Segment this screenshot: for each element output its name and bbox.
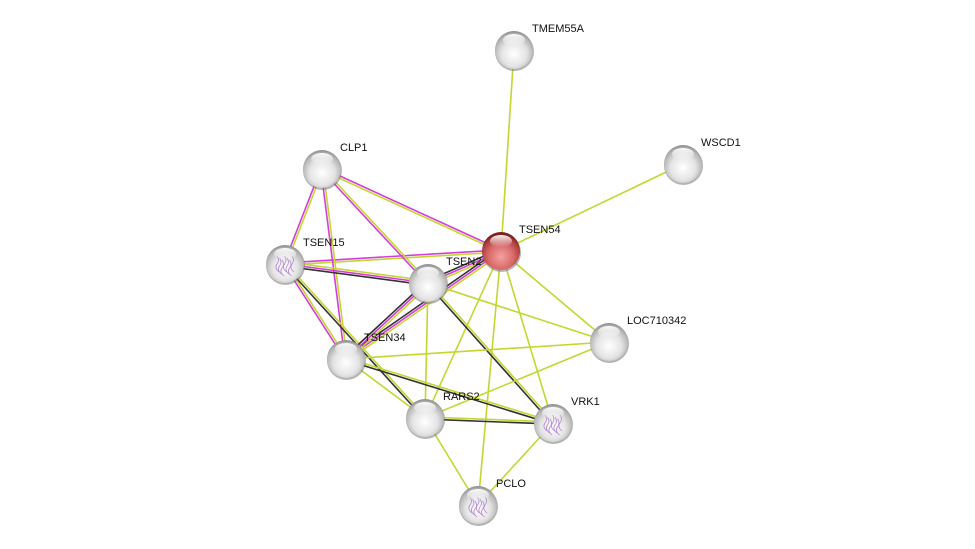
- edge-evidence-textmining: [500, 250, 554, 424]
- edge-TSEN34-VRK1[interactable]: [345, 357, 554, 425]
- node-label: TSEN2: [446, 256, 481, 268]
- node-highlight: [598, 326, 620, 338]
- edge-TSEN34-LOC710342[interactable]: [345, 341, 610, 360]
- edge-TSEN15-TSEN2[interactable]: [284, 261, 429, 286]
- edge-evidence-experiments: [284, 263, 429, 284]
- edge-evidence-coexpression: [284, 265, 428, 286]
- edge-evidence-experiments: [345, 250, 502, 360]
- edge-evidence-experiments: [320, 169, 428, 285]
- node-label: CLP1: [340, 142, 368, 154]
- edge-evidence-experiments: [322, 167, 502, 251]
- edge-TSEN15-RARS2[interactable]: [283, 262, 427, 420]
- edge-TSEN54-WSCD1[interactable]: [500, 163, 684, 252]
- edge-TSEN54-TSEN15[interactable]: [284, 249, 502, 266]
- edge-TSEN54-PCLO[interactable]: [477, 250, 502, 506]
- protein-structure-icon: [275, 255, 295, 277]
- node-highlight: [274, 248, 296, 260]
- node-highlight: [490, 235, 512, 247]
- edge-evidence-textmining: [425, 416, 554, 423]
- node-highlight: [467, 489, 489, 501]
- edge-evidence-textmining: [500, 163, 684, 252]
- node-tsen34[interactable]: TSEN34: [327, 332, 406, 380]
- node-label: WSCD1: [701, 137, 741, 149]
- edge-CLP1-TSEN2[interactable]: [320, 167, 430, 285]
- edge-evidence-experiments: [284, 249, 501, 264]
- edge-evidence-textmining: [500, 49, 515, 252]
- node-clp1[interactable]: CLP1: [303, 142, 368, 190]
- edge-TSEN2-VRK1[interactable]: [426, 281, 555, 425]
- edge-evidence-textmining: [428, 281, 555, 423]
- node-highlight: [414, 402, 436, 414]
- node-label: TMEM55A: [532, 23, 585, 35]
- edge-evidence-coexpression: [345, 359, 553, 425]
- nodes-layer: TMEM55A WSCD1 CLP1TSEN54TSEN15TSEN2LOC7103…: [266, 23, 741, 526]
- node-rars2[interactable]: RARS2: [406, 391, 480, 439]
- node-tsen2[interactable]: TSEN2: [409, 256, 481, 304]
- node-highlight: [503, 34, 525, 46]
- edge-evidence-textmining: [424, 341, 610, 419]
- edge-evidence-textmining: [500, 250, 610, 343]
- edge-evidence-textmining: [346, 357, 554, 423]
- node-label: VRK1: [571, 396, 600, 408]
- edge-evidence-textmining: [345, 341, 610, 360]
- edge-evidence-textmining: [321, 169, 501, 253]
- node-highlight: [542, 407, 564, 419]
- node-label: PCLO: [496, 478, 526, 490]
- edge-TSEN2-LOC710342[interactable]: [427, 282, 610, 343]
- node-wscd1[interactable]: WSCD1: [664, 137, 741, 185]
- edge-evidence-textmining: [346, 252, 503, 362]
- node-highlight: [335, 343, 357, 355]
- node-loc710342[interactable]: LOC710342: [590, 315, 686, 363]
- edge-evidence-textmining: [285, 251, 502, 266]
- node-highlight: [672, 148, 694, 160]
- edge-evidence-textmining: [424, 250, 502, 419]
- node-highlight: [311, 153, 333, 165]
- node-tsen54[interactable]: TSEN54: [482, 224, 561, 272]
- edge-RARS2-LOC710342[interactable]: [424, 341, 610, 419]
- node-label: TSEN15: [303, 237, 345, 249]
- edge-TSEN54-LOC710342[interactable]: [500, 250, 610, 343]
- edge-TSEN54-CLP1[interactable]: [321, 167, 502, 253]
- edge-TSEN2-RARS2[interactable]: [424, 282, 429, 419]
- node-label: TSEN34: [364, 332, 406, 344]
- edge-evidence-textmining: [285, 262, 427, 418]
- edge-evidence-coexpression: [424, 418, 553, 425]
- node-highlight: [417, 267, 439, 279]
- edge-evidence-textmining: [427, 282, 610, 343]
- protein-structure-icon: [468, 496, 488, 518]
- node-label: TSEN54: [519, 224, 561, 236]
- edge-evidence-experiments: [320, 169, 346, 360]
- edge-evidence-textmining: [322, 167, 430, 283]
- node-label: RARS2: [443, 391, 480, 403]
- edge-evidence-textmining: [477, 250, 502, 506]
- node-tsen15[interactable]: TSEN15: [266, 237, 345, 285]
- edge-evidence-textmining: [424, 282, 429, 419]
- node-vrk1[interactable]: VRK1: [534, 396, 600, 444]
- edge-TSEN54-VRK1[interactable]: [500, 250, 554, 424]
- edge-RARS2-VRK1[interactable]: [424, 416, 554, 425]
- edge-evidence-coexpression: [283, 264, 425, 420]
- node-pclo[interactable]: PCLO: [459, 478, 526, 526]
- edge-evidence-coexpression: [426, 283, 553, 425]
- edge-TSEN54-TMEM55A[interactable]: [500, 49, 515, 252]
- edge-TSEN54-RARS2[interactable]: [424, 250, 502, 419]
- node-label: LOC710342: [627, 315, 686, 327]
- node-tmem55a[interactable]: TMEM55A: [495, 23, 585, 71]
- edges-layer: [283, 49, 684, 506]
- edge-evidence-textmining: [285, 261, 429, 282]
- protein-structure-icon: [543, 414, 563, 436]
